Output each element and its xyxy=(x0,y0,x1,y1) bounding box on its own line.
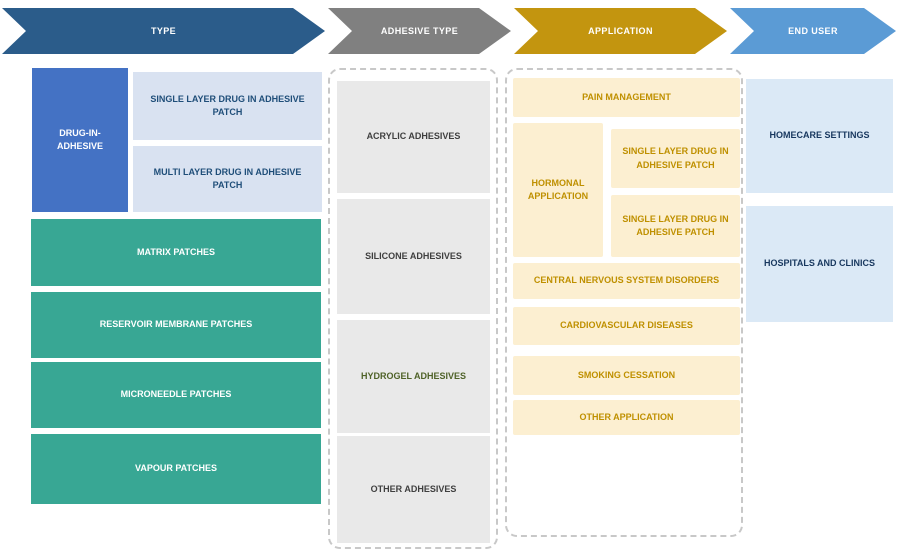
segment-hormonal-application: HORMONAL APPLICATION xyxy=(513,123,603,257)
header-label-type: TYPE xyxy=(150,26,177,36)
segment-single-layer-drug-in-adhesive-patch: SINGLE LAYER DRUG IN ADHESIVE PATCH xyxy=(133,72,322,140)
segment-cardiovascular-diseases: CARDIOVASCULAR DISEASES xyxy=(513,307,740,345)
segment-smoking-cessation: SMOKING CESSATION xyxy=(513,356,740,395)
segment-central-nervous-system-disorders: CENTRAL NERVOUS SYSTEM DISORDERS xyxy=(513,263,740,299)
segment-hormonal-sub-single-layer-2: SINGLE LAYER DRUG IN ADHESIVE PATCH xyxy=(611,195,740,257)
header-label-end-user: END USER xyxy=(788,26,838,36)
header-arrow-application: APPLICATION xyxy=(514,8,727,54)
segment-matrix-patches: MATRIX PATCHES xyxy=(31,219,321,286)
header-arrow-type: TYPE xyxy=(2,8,325,54)
segment-hormonal-sub-single-layer-1: SINGLE LAYER DRUG IN ADHESIVE PATCH xyxy=(611,129,740,188)
segment-hydrogel-adhesives: HYDROGEL ADHESIVES xyxy=(337,320,490,433)
segment-hospitals-and-clinics: HOSPITALS AND CLINICS xyxy=(746,206,893,322)
segment-vapour-patches: VAPOUR PATCHES xyxy=(31,434,321,504)
adhesive-type-group-outline xyxy=(328,68,498,549)
segment-acrylic-adhesives: ACRYLIC ADHESIVES xyxy=(337,81,490,193)
segment-drug-in-adhesive: DRUG-IN-ADHESIVE xyxy=(32,68,128,212)
segment-pain-management: PAIN MANAGEMENT xyxy=(513,78,740,117)
header-label-adhesive-type: ADHESIVE TYPE xyxy=(380,26,459,36)
segment-other-adhesives: OTHER ADHESIVES xyxy=(337,436,490,543)
segment-reservoir-membrane-patches: RESERVOIR MEMBRANE PATCHES xyxy=(31,292,321,358)
header-label-application: APPLICATION xyxy=(588,26,653,36)
segment-other-application: OTHER APPLICATION xyxy=(513,400,740,435)
header-arrow-adhesive-type: ADHESIVE TYPE xyxy=(328,8,511,54)
segment-microneedle-patches: MICRONEEDLE PATCHES xyxy=(31,362,321,428)
application-group-outline xyxy=(505,68,743,537)
segment-homecare-settings: HOMECARE SETTINGS xyxy=(746,79,893,193)
segment-silicone-adhesives: SILICONE ADHESIVES xyxy=(337,199,490,314)
segment-multi-layer-drug-in-adhesive-patch: MULTI LAYER DRUG IN ADHESIVE PATCH xyxy=(133,146,322,212)
header-arrow-end-user: END USER xyxy=(730,8,896,54)
